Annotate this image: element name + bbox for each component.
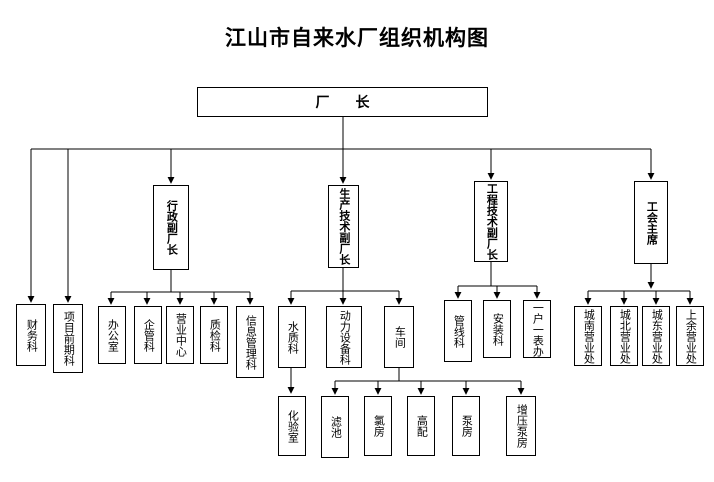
installation-dept-box: 安装科 — [483, 300, 511, 358]
finance-dept-box: 财务科 — [16, 304, 46, 366]
quality-inspection-box: 质检科 — [200, 306, 228, 364]
business-center-box: 营业中心 — [166, 306, 194, 364]
project-planning-dept-box: 项目前期科 — [53, 304, 83, 373]
power-equipment-box: 动力设备科 — [326, 306, 362, 368]
pump-room-box: 泵房 — [452, 396, 480, 456]
office-box: 办公室 — [98, 306, 126, 364]
pipeline-dept-box: 管线科 — [444, 300, 472, 362]
enterprise-mgmt-box: 企管科 — [134, 306, 162, 364]
chart-title: 江山市自来水厂组织机构图 — [225, 25, 489, 50]
director-box: 厂长 — [197, 87, 488, 117]
lab-box: 化验室 — [278, 396, 306, 456]
one-meter-office-box: 一户一表办 — [523, 300, 551, 358]
union-chairman-box: 工会主席 — [634, 181, 668, 264]
high-voltage-box: 高配 — [407, 396, 435, 456]
admin-deputy-director-box: 行政副厂长 — [153, 185, 189, 270]
workshop-box: 车间 — [384, 306, 414, 368]
water-quality-box: 水质科 — [278, 306, 306, 368]
engineering-deputy-director-box: 工程技术副厂长 — [474, 181, 508, 262]
chengdong-office-box: 城东营业处 — [642, 306, 670, 366]
filter-pool-box: 滤池 — [321, 396, 349, 458]
production-deputy-director-box: 生产技术副厂长 — [328, 185, 359, 268]
booster-pump-room-box: 增压泵房 — [506, 396, 536, 456]
chlorine-room-box: 氯房 — [364, 396, 392, 456]
shangyu-office-box: 上余营业处 — [676, 306, 704, 366]
info-management-box: 信息管理科 — [236, 306, 264, 378]
chengbei-office-box: 城北营业处 — [610, 306, 638, 366]
chengnan-office-box: 城南营业处 — [574, 306, 602, 366]
